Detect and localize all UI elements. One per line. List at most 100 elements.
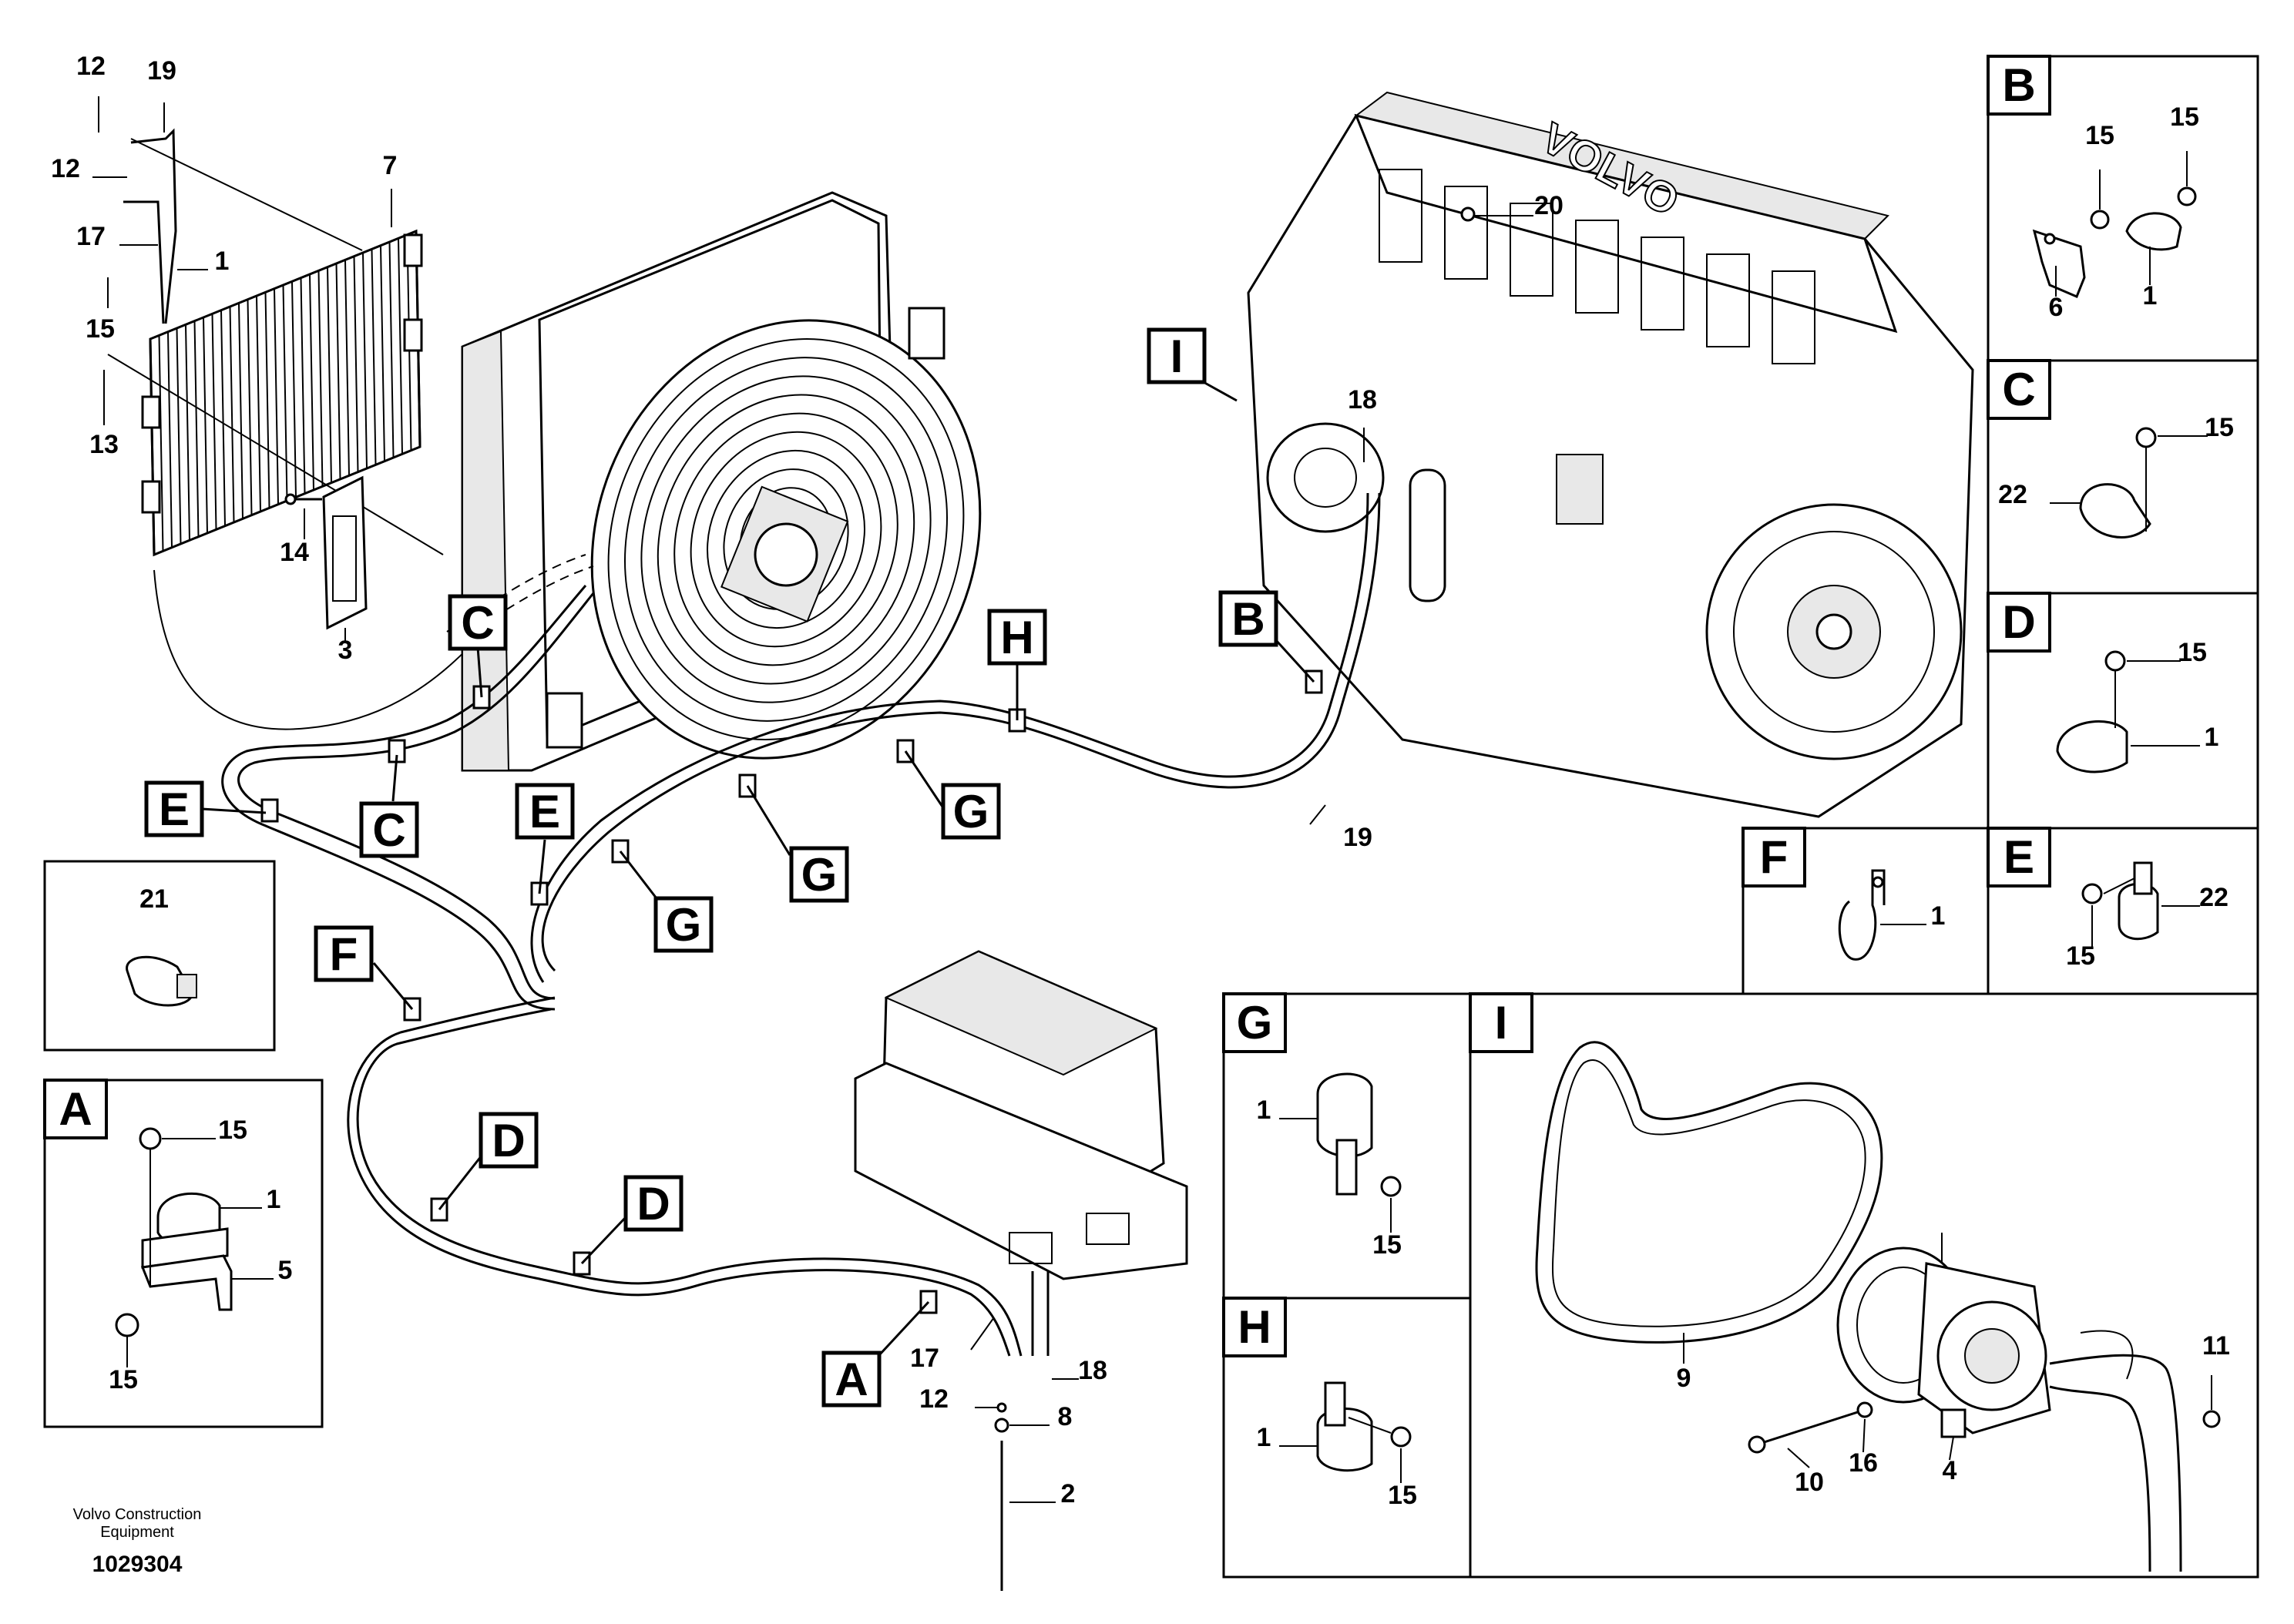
hvac-unit xyxy=(854,950,1188,1280)
radiator-fan-assembly xyxy=(461,191,982,772)
rod-2 xyxy=(975,1378,1079,1591)
footer: Volvo Construction Equipment 1029304 xyxy=(73,1506,202,1577)
panel-g-letter: G xyxy=(1237,997,1273,1049)
callout-c18b: 18 xyxy=(1078,1356,1107,1385)
panel-i-content: I xyxy=(1469,992,1533,1053)
panel-g-letter-box xyxy=(1222,992,1287,1053)
panel-c-letter: C xyxy=(2002,364,2035,415)
tag-g-right: G xyxy=(941,783,1001,840)
callout-c13: 13 xyxy=(89,430,119,459)
panel-a-parts xyxy=(115,1127,274,1367)
panel-b-label: 6 xyxy=(2049,293,2064,322)
panel-b-label: 15 xyxy=(2085,121,2114,150)
panel-e-content: E 22 15 xyxy=(1987,827,2229,971)
panel-b-letter-box xyxy=(1987,55,2051,116)
tag-b-main-letter: B xyxy=(1231,593,1265,645)
hose-clamp xyxy=(260,798,279,823)
compressor-on-engine xyxy=(1266,422,1385,533)
panel-d-label: 15 xyxy=(2178,638,2207,667)
tag-i-main: I xyxy=(1147,327,1207,384)
callout-c21: 21 xyxy=(139,884,169,914)
callout-c1a: 1 xyxy=(215,247,230,276)
panel-b-label: 15 xyxy=(2170,102,2199,132)
panel-e-parts xyxy=(2081,861,2200,948)
callout-c17b: 17 xyxy=(910,1344,939,1373)
tag-g-left-letter: G xyxy=(666,899,702,951)
engine: VOLVO xyxy=(1247,91,1974,818)
tag-g-right-box xyxy=(941,783,1001,840)
callout-c18a: 18 xyxy=(1348,385,1377,414)
panel-h-label: 1 xyxy=(1257,1423,1271,1452)
tag-g-mid-letter: G xyxy=(801,849,838,901)
tag-c-lower-box xyxy=(359,801,419,858)
tag-c-upper: C xyxy=(448,594,508,651)
panel-g-parts xyxy=(1279,1072,1402,1233)
callout-c12c: 12 xyxy=(919,1384,949,1414)
tag-f-main-box xyxy=(314,925,374,982)
tag-b-main: B xyxy=(1218,590,1278,647)
tag-b-main-box xyxy=(1218,590,1278,647)
tag-h-main-letter: H xyxy=(1000,612,1033,663)
callout-c17a: 17 xyxy=(76,222,106,251)
tag-g-mid: G xyxy=(789,846,849,903)
tag-e-mid: E xyxy=(515,783,575,840)
tag-g-mid-box xyxy=(789,846,849,903)
tag-c-lower-letter: C xyxy=(372,804,405,856)
panel-i-parts xyxy=(1535,1041,2221,1572)
tag-e-left-letter: E xyxy=(159,783,190,835)
panel-d-parts xyxy=(2056,650,2200,773)
panel-e-letter-box xyxy=(1987,827,2051,887)
tag-d-upper-letter: D xyxy=(492,1115,525,1166)
callout-c11: 11 xyxy=(2202,1331,2230,1361)
tag-f-main-letter: F xyxy=(330,928,358,980)
footer-line2: Equipment xyxy=(100,1524,174,1541)
tag-e-left-box xyxy=(144,780,204,837)
tag-d-lower-box xyxy=(623,1175,683,1232)
tag-leaders xyxy=(201,380,1326,1357)
panel-21-parts xyxy=(126,955,197,1007)
tag-e-mid-letter: E xyxy=(529,786,560,837)
panel-a-label: 1 xyxy=(267,1185,281,1214)
callout-c8: 8 xyxy=(1058,1402,1073,1431)
panel-f-letter: F xyxy=(1760,831,1789,883)
callout-c12a: 12 xyxy=(76,52,106,81)
tag-e-mid-box xyxy=(515,783,575,840)
tag-c-upper-letter: C xyxy=(461,597,494,649)
callout-c16: 16 xyxy=(1849,1448,1878,1478)
panel-e-letter: E xyxy=(2003,831,2034,883)
tag-c-lower: C xyxy=(359,801,419,858)
panel-d-content: D 15 1 xyxy=(1987,592,2219,752)
panel-d-label: 1 xyxy=(2205,723,2219,752)
callout-c10: 10 xyxy=(1795,1468,1824,1497)
panel-h-label: 15 xyxy=(1388,1481,1417,1510)
panel-a-letter-box xyxy=(43,1079,108,1139)
panel-i-letter-box xyxy=(1469,992,1533,1053)
panel-f-content: F1 xyxy=(1741,827,1946,931)
panel-e-label: 22 xyxy=(2199,883,2229,912)
panel-f-letter-box xyxy=(1741,827,1806,887)
panel-a-label: 15 xyxy=(109,1365,138,1394)
tag-h-main: H xyxy=(987,609,1047,666)
panel-e-label: 15 xyxy=(2066,941,2095,971)
panel-i-letter: I xyxy=(1495,997,1508,1049)
callout-c2: 2 xyxy=(1061,1479,1076,1508)
panel-c-letter-box xyxy=(1987,359,2051,420)
panel-d-letter: D xyxy=(2002,596,2035,648)
footer-line1: Volvo Construction xyxy=(73,1506,202,1523)
panel-h-letter: H xyxy=(1238,1301,1271,1353)
callout-c7: 7 xyxy=(383,151,398,180)
panel-g-label: 1 xyxy=(1257,1096,1271,1125)
panel-h-content: H 1 15 xyxy=(1222,1297,1417,1510)
panel-h-letter-box xyxy=(1222,1297,1287,1357)
tag-d-lower-letter: D xyxy=(636,1178,670,1230)
callout-c12b: 12 xyxy=(51,154,80,183)
tag-i-main-box xyxy=(1147,327,1207,384)
panel-c-parts xyxy=(2050,427,2208,539)
panel-c-label: 22 xyxy=(1998,480,2027,509)
hoses xyxy=(221,492,1381,1357)
panel-f-label: 1 xyxy=(1931,901,1946,931)
callout-c19a: 19 xyxy=(147,56,176,86)
